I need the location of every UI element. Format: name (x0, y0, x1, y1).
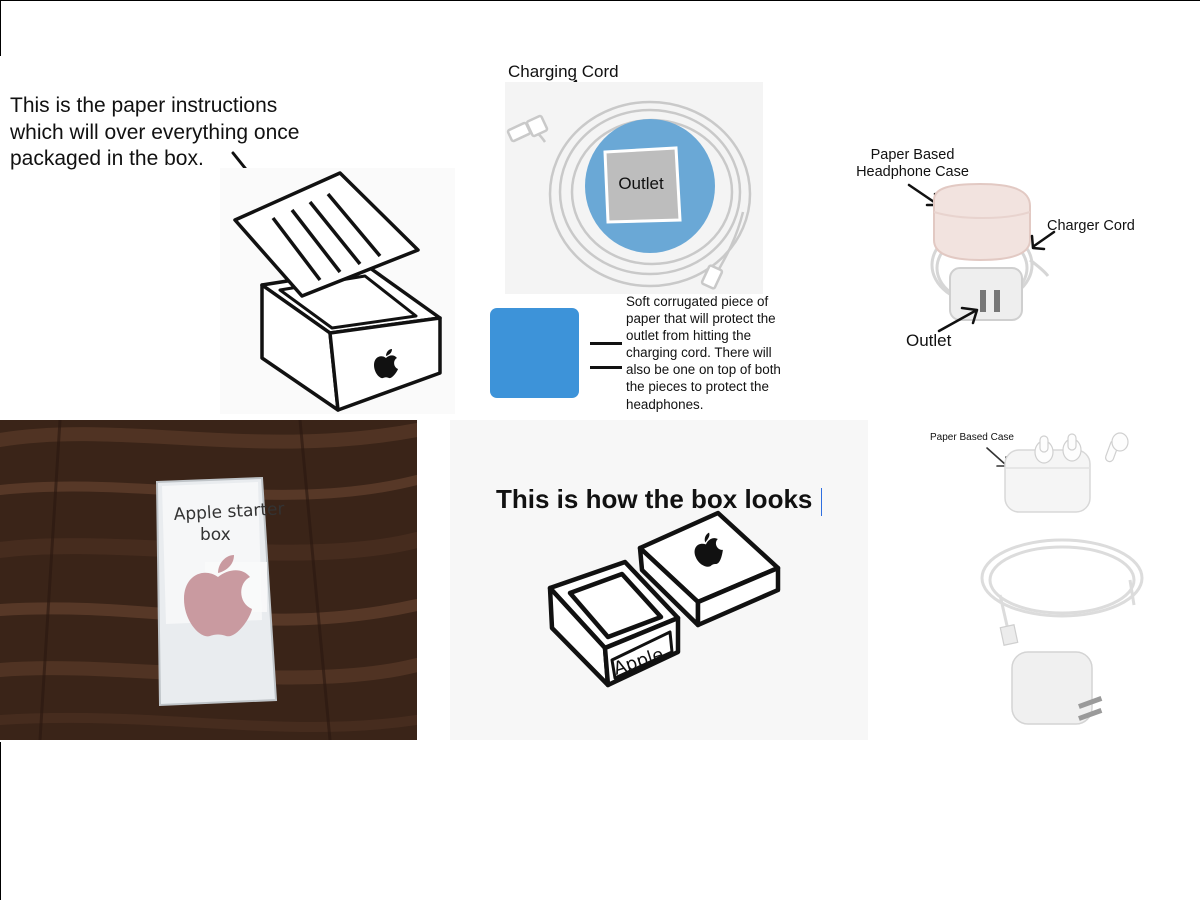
open-box-illustration (220, 168, 455, 414)
outlet-prong-2 (994, 290, 1000, 312)
usb-plug (999, 624, 1019, 646)
instructions-caption-line-3: packaged in the box. (10, 147, 204, 170)
pink-apple-logo-icon (184, 555, 252, 637)
open-box-drawing (547, 559, 681, 688)
headphone-case-label-line-2: Headphone Case (856, 163, 969, 180)
box-looks-illustration: This is how the box looks Apple (450, 420, 868, 740)
padding-description-line-1: Soft corrugated piece of (626, 294, 769, 309)
padding-description: Soft corrugated piece of paper that will… (626, 293, 781, 413)
padding-description-line-3: outlet from hitting the (626, 328, 752, 344)
instructions-caption-line-2: which will over everything once (10, 120, 300, 144)
charging-cord-label: Charging Cord (508, 62, 619, 81)
frame-left-edge-top (0, 0, 1, 56)
text-cursor (821, 488, 822, 516)
outlet-prong-1 (980, 290, 986, 312)
instruction-sheet (233, 171, 420, 298)
apple-logo-icon (374, 349, 398, 379)
lightning-cable-icon (980, 538, 1144, 631)
outlet-block (603, 146, 682, 224)
equals-sign-top (590, 342, 622, 345)
charging-cord-illustration: Outlet (505, 82, 763, 294)
airpods-case-icon (1004, 432, 1129, 513)
headphone-case-label-line-1: Paper Based (870, 147, 955, 163)
cord-connector-icon (506, 114, 724, 290)
power-adapter-icon (1011, 651, 1103, 725)
paper-case (933, 182, 1031, 262)
assembled-outlet-label: Outlet (906, 331, 952, 350)
open-box (260, 266, 442, 412)
padding-description-line-7: headphones. (626, 396, 704, 412)
padding-description-line-4: charging cord. There will (626, 345, 772, 361)
instructions-caption: This is the paper instructions which wil… (10, 93, 299, 173)
box-handwriting-line-2: box (200, 525, 231, 545)
equals-sign-bottom (590, 366, 622, 369)
padding-description-line-5: also be one on top of both (626, 362, 781, 378)
assembled-outlet-arrow (937, 306, 979, 333)
box-looks-title: This is how the box looks (496, 484, 813, 514)
components-photo (970, 430, 1150, 730)
headphone-case-label: Paper Based Headphone Case (850, 147, 975, 180)
paper-based-case-label: Paper Based Case (930, 432, 1014, 443)
assembled-components-photo (920, 180, 1050, 330)
padding-description-line-6: the pieces to protect the (626, 379, 769, 395)
frame-left-edge-bottom (0, 742, 1, 900)
lid-apple-logo-icon (694, 532, 723, 567)
charger-cord-label: Charger Cord (1047, 218, 1135, 234)
padding-swatch (490, 308, 579, 398)
starter-box-photo: Apple starter box (0, 420, 417, 740)
charger-cord-arrow (1030, 230, 1056, 251)
instructions-caption-line-1: This is the paper instructions (10, 94, 278, 117)
padding-description-line-2: paper that will protect the (626, 311, 776, 327)
frame-top-edge (0, 0, 1200, 1)
outlet-label: Outlet (618, 174, 664, 193)
